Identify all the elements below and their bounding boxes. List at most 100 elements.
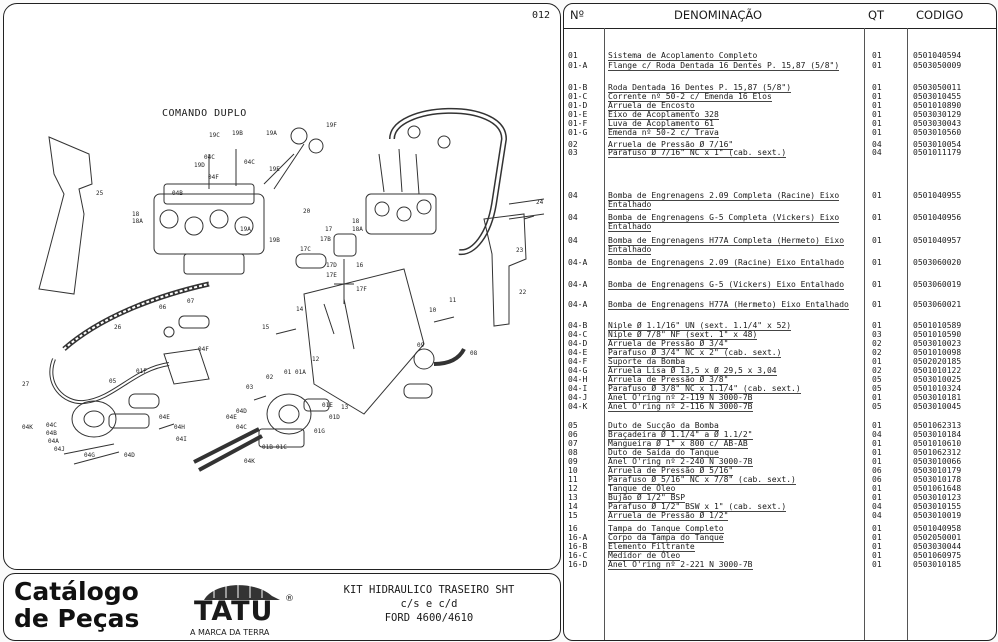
row-number-text: 04-E (568, 348, 588, 357)
row-quantity-text: 05 (872, 375, 882, 384)
row-quantity: 06 (872, 466, 882, 476)
row-number: 15 (568, 511, 578, 521)
row-quantity-text: 05 (872, 402, 882, 411)
row-number: 04-A (568, 280, 588, 290)
row-description: Emenda nº 50-2 c/ Trava (608, 128, 870, 138)
row-number: 08 (568, 448, 578, 458)
row-quantity: 01 (872, 280, 882, 290)
row-code: 0503010155 (913, 502, 961, 512)
brand-slogan: A MARCA DA TERRA (190, 628, 270, 637)
row-number: 16-C (568, 551, 587, 561)
row-number-text: 15 (568, 511, 578, 520)
row-quantity: 01 (872, 92, 882, 102)
row-description: Parafuso Ø 5/16" NC x 7/8" (cab. sext.) (608, 475, 870, 485)
header-codigo: CODIGO (916, 8, 964, 22)
row-quantity-text: 01 (872, 393, 882, 402)
row-quantity: 04 (872, 502, 882, 512)
row-code: 0502050001 (913, 533, 962, 543)
row-description: Corpo da Tampa do Tanque (608, 533, 870, 543)
row-description-text: Parafuso Ø 3/4" NC x 2" (cab. sext.) (608, 348, 782, 358)
callout-label: 18A (352, 226, 363, 233)
column-divider (907, 28, 908, 640)
row-quantity-text: 01 (872, 213, 882, 222)
row-code-text: 0503050011 (913, 83, 962, 92)
callout-label: 01A (295, 369, 306, 376)
callout-label: 04I (176, 436, 187, 443)
row-description: Anel O'ring nº 2-116 N 3000-7B (608, 402, 870, 412)
row-code: 0503010019 (913, 511, 961, 521)
row-description: Corrente nº 50-2 c/ Emenda 16 Elos (608, 92, 870, 102)
row-quantity: 01 (872, 236, 882, 246)
callout-label: 20 (303, 208, 311, 215)
row-number-text: 01-D (568, 101, 588, 110)
row-quantity-text: 01 (872, 551, 882, 560)
row-description-text: Arruela de Pressão Ø 3/8" (608, 375, 729, 385)
row-number: 01-G (568, 128, 587, 138)
row-quantity-text: 01 (872, 484, 882, 493)
row-number: 16-B (568, 542, 587, 552)
row-code-text: 0501010590 (913, 330, 962, 339)
row-code: 0503010179 (913, 466, 962, 476)
row-quantity: 01 (872, 551, 882, 561)
row-code: 0501040594 (913, 51, 961, 61)
row-quantity: 04 (872, 511, 882, 521)
row-code-text: 0501060975 (913, 551, 962, 560)
row-description-text: Arruela de Pressão Ø 3/4" (608, 339, 729, 349)
brand-logo: TATU ® A MARCA DA TERRA (184, 578, 299, 638)
row-code: 0503060021 (913, 300, 961, 310)
row-description-text: Arruela de Pressão Ø 7/16" (608, 140, 734, 150)
row-description: Luva de Acoplamento 61 (608, 119, 870, 129)
row-number-text: 03 (568, 148, 578, 157)
callout-label: 10 (429, 307, 437, 314)
row-quantity-text: 01 (872, 83, 882, 92)
row-code-text: 0503010054 (913, 140, 962, 149)
row-number-text: 04-A (568, 280, 588, 289)
row-description: Bomba de Engrenagens 2.09 (Racine) Eixo … (608, 258, 870, 268)
row-description: Bomba de Engrenagens 2.09 Completa (Raci… (608, 191, 870, 210)
callout-label: 04F (208, 174, 219, 181)
row-quantity: 01 (872, 119, 882, 129)
row-quantity-text: 01 (872, 457, 882, 466)
row-description-text: Flange c/ Roda Dentada 16 Dentes P. 15,8… (608, 61, 840, 71)
row-description: Eixo de Acoplamento 328 (608, 110, 870, 120)
row-quantity: 02 (872, 348, 882, 358)
row-code-text: 0503010184 (913, 430, 962, 439)
callout-label: 02 (266, 374, 274, 381)
row-quantity: 01 (872, 393, 882, 403)
row-description: Duto de Saída do Tanque (608, 448, 870, 458)
row-number: 12 (568, 484, 578, 494)
callout-label: 27 (22, 381, 30, 388)
row-quantity: 05 (872, 402, 882, 412)
row-code-text: 0503010179 (913, 466, 962, 475)
brand-name: TATU (194, 596, 274, 627)
callout-label: 19F (326, 122, 337, 129)
row-quantity: 04 (872, 430, 882, 440)
exploded-diagram-drawing (38, 107, 545, 472)
row-code: 0501061648 (913, 484, 961, 494)
row-description: Bujão Ø 1/2" BSP (608, 493, 870, 503)
row-quantity: 02 (872, 366, 882, 376)
row-number: 07 (568, 439, 578, 449)
row-code-text: 0502050001 (913, 533, 962, 542)
row-code: 0502020185 (913, 357, 962, 367)
row-description-text: Anel O'ring nº 2-116 N 3000-7B (608, 402, 753, 412)
row-code-text: 0501010122 (913, 366, 962, 375)
header-denominacao: DENOMINAÇÃO (674, 8, 763, 22)
row-number-text: 04 (568, 213, 578, 222)
row-code-text: 0502020185 (913, 357, 962, 366)
row-description: Arruela Lisa Ø 13,5 x Ø 29,5 x 3,04 (608, 366, 870, 376)
row-number: 04-G (568, 366, 587, 376)
row-code-text: 0503010066 (913, 457, 962, 466)
callout-label: 08 (470, 350, 478, 357)
row-quantity-text: 01 (872, 560, 882, 569)
row-number-text: 04 (568, 191, 578, 200)
callout-label: 17 (325, 226, 333, 233)
callout-label: 04E (226, 414, 237, 421)
callout-label: 01E (322, 402, 333, 409)
row-number: 04 (568, 191, 578, 201)
callout-label: 04H (174, 424, 185, 431)
callout-label: 18 (132, 211, 140, 218)
row-description-text: Roda Dentada 16 Dentes P. 15,87 (5/8") (608, 83, 792, 93)
row-number: 04 (568, 213, 578, 223)
row-quantity-text: 01 (872, 128, 882, 137)
